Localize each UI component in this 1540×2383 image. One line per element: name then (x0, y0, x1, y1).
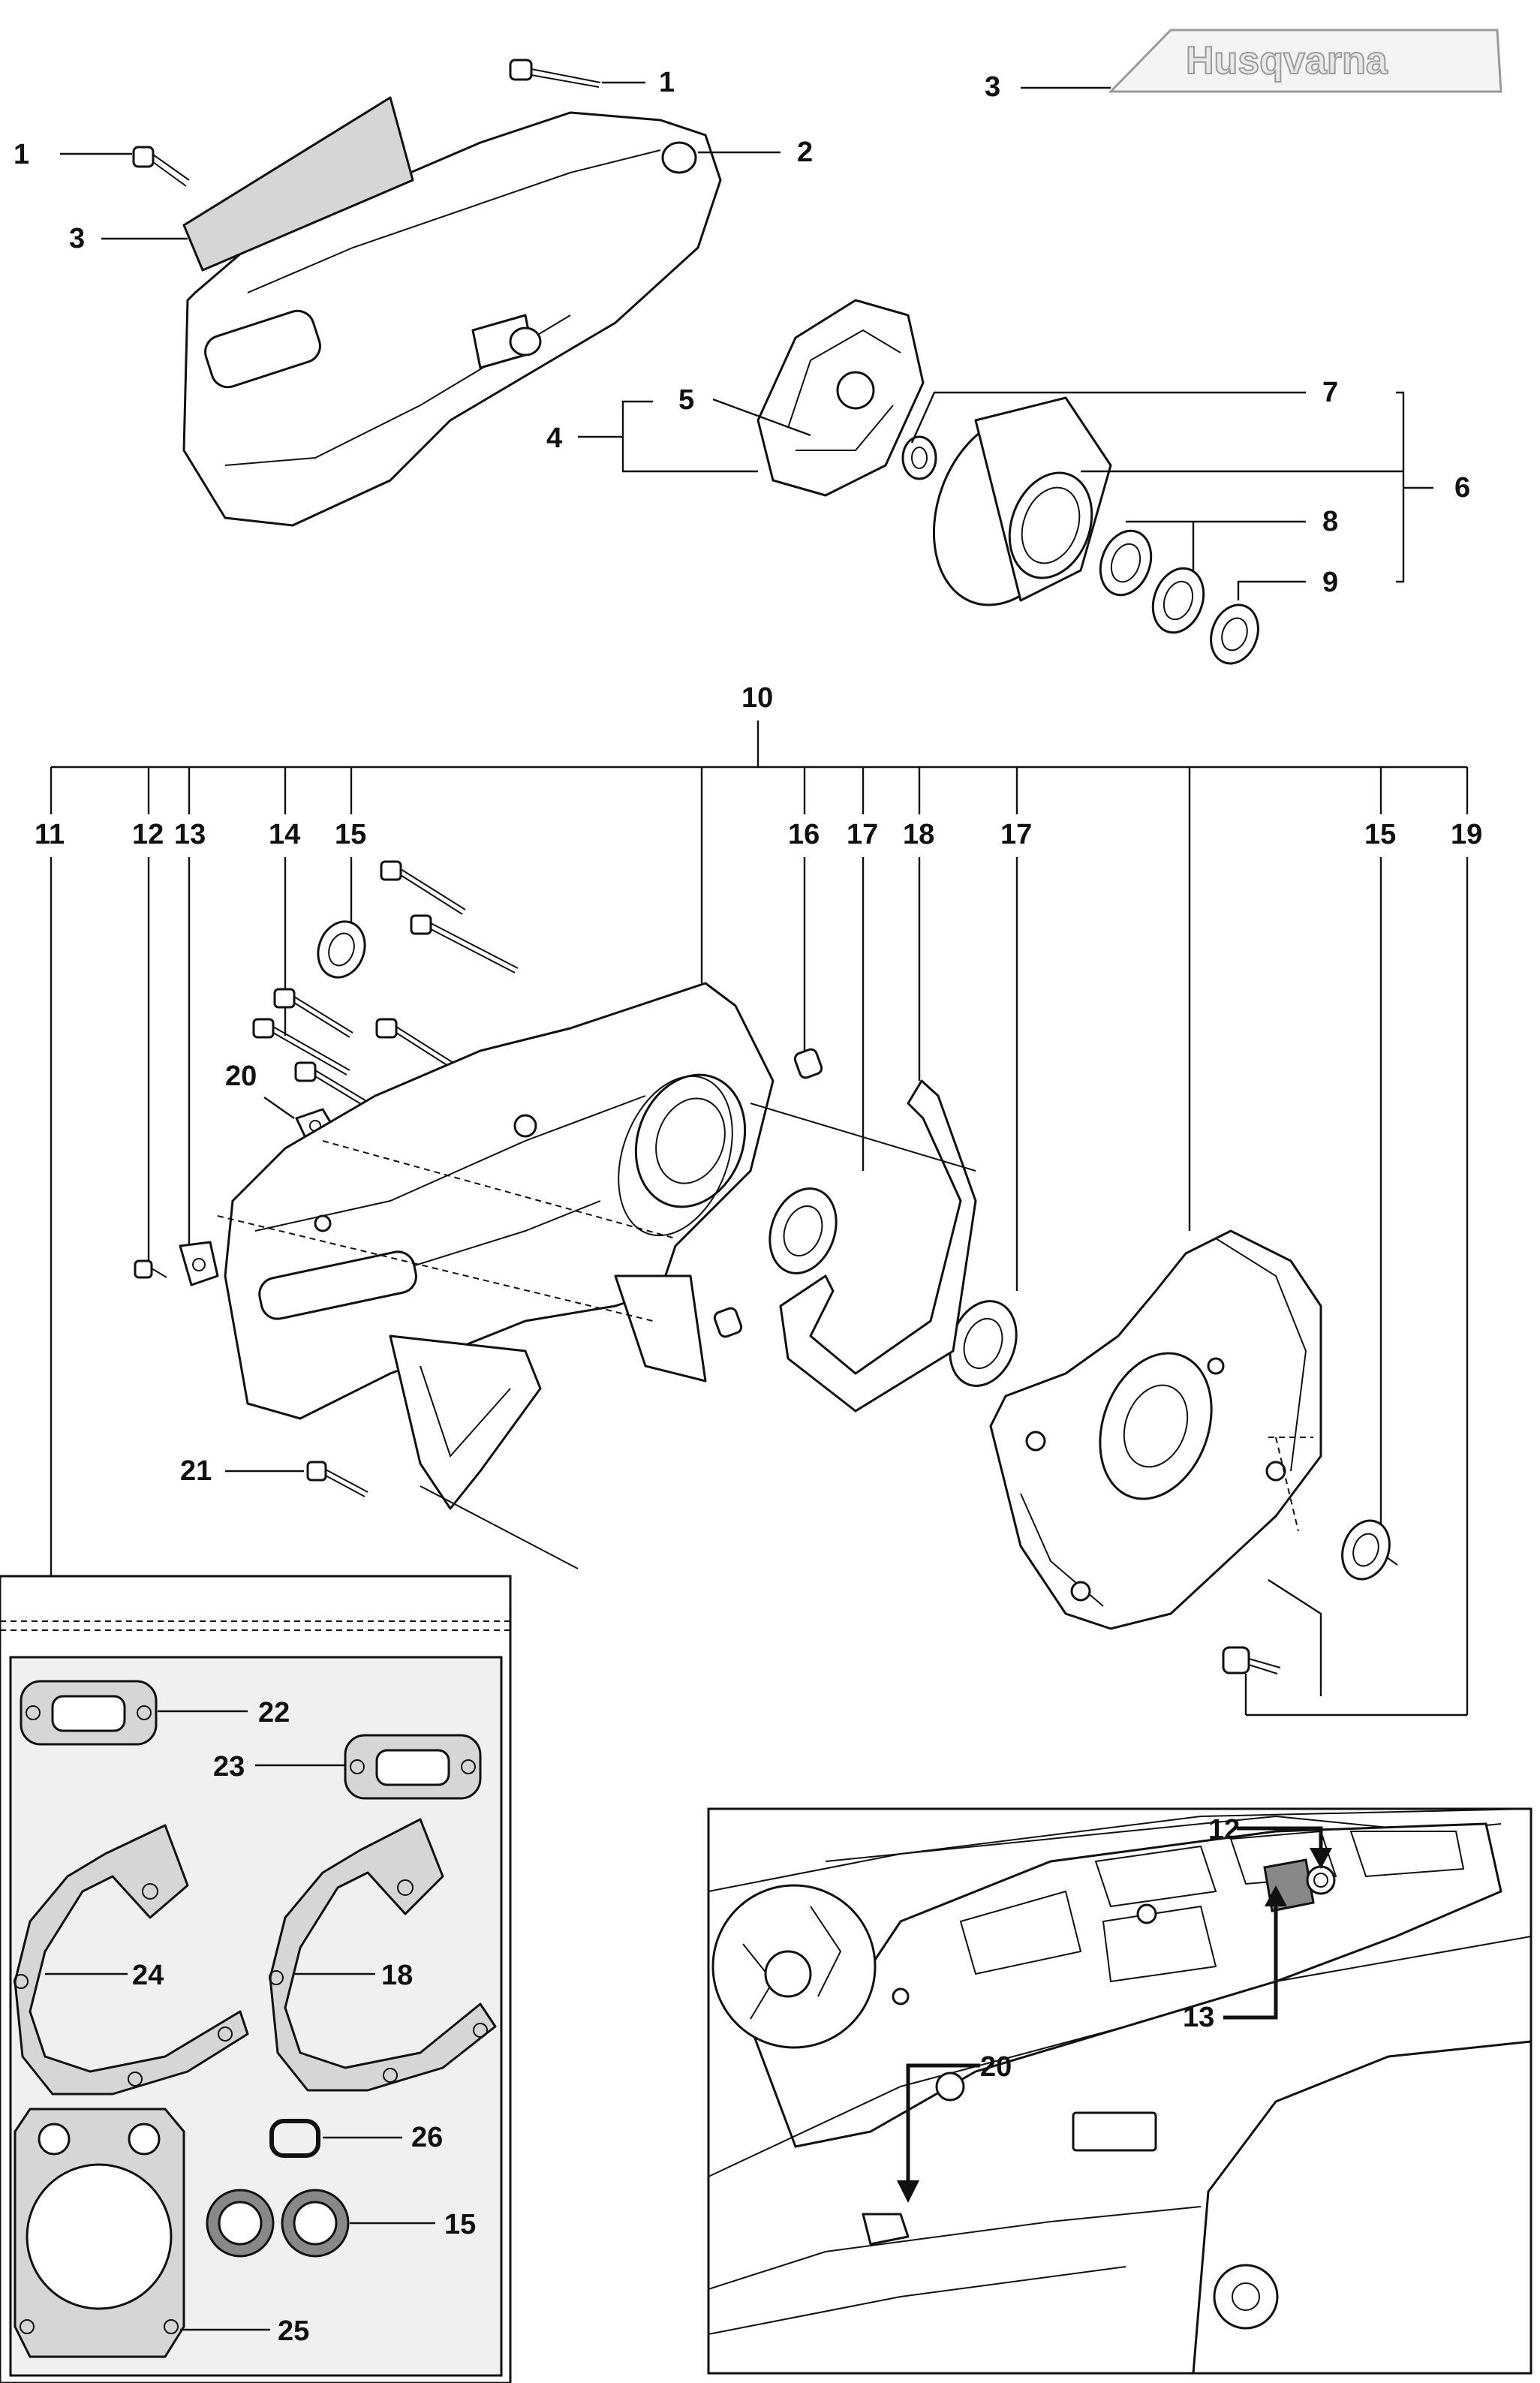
callout-15-left: 15 (335, 819, 366, 850)
callout-10: 10 (741, 682, 773, 714)
bolt-19 (1222, 1646, 1281, 1674)
callout-3-logo: 3 (985, 71, 1000, 103)
crankcase-bracket (50, 721, 1469, 1231)
bracket-13 (179, 1241, 219, 1286)
logo-text: Husqvarna (1186, 39, 1388, 83)
bearing-2 (1151, 567, 1205, 634)
callout-9: 9 (1322, 567, 1338, 598)
callout-4: 4 (546, 423, 562, 454)
top-leaders (60, 81, 1433, 600)
bearing-1 (1099, 529, 1153, 597)
detail-callout-20: 20 (980, 2051, 1012, 2083)
callout-2: 2 (797, 137, 813, 168)
gasket-24 (14, 1824, 249, 2096)
callout-15-right: 15 (1364, 819, 1396, 850)
callout-19: 19 (1451, 819, 1482, 850)
callout-25: 25 (278, 2315, 309, 2347)
detail-callout-12: 12 (1208, 1814, 1240, 1846)
seal-ring-right (1341, 1519, 1391, 1581)
o-ring-26 (269, 2119, 320, 2158)
detail-callout-13: 13 (1183, 2002, 1214, 2033)
callout-17-right: 17 (1000, 819, 1032, 850)
callout-7: 7 (1322, 377, 1338, 408)
dowel-pin-bottom (713, 1307, 743, 1338)
washer (901, 435, 937, 480)
gasket-25 (14, 2108, 185, 2358)
crankcase-bolts (252, 860, 519, 1107)
screw-left (132, 146, 190, 187)
seal-rings-kit (206, 2189, 350, 2258)
dowel-pin-top (793, 1048, 823, 1079)
crankcase-leaders (50, 857, 1469, 1717)
decal (182, 96, 414, 272)
husqvarna-logo: Husqvarna (1108, 29, 1502, 93)
gasket-22 (20, 1680, 158, 1746)
callout-26: 26 (411, 2122, 443, 2153)
crankcase-gasket (779, 1079, 977, 1413)
callout-22: 22 (258, 1697, 290, 1729)
screw-top (509, 59, 601, 88)
crankcase-right (989, 1229, 1322, 1630)
detail-arrows (897, 1826, 1332, 2203)
callout-11: 11 (35, 819, 65, 850)
gasket-18 (269, 1818, 497, 2092)
callout-14: 14 (269, 819, 300, 850)
callout-15-kit: 15 (444, 2209, 476, 2240)
crankcase-left (224, 982, 775, 1510)
callout-16: 16 (788, 819, 820, 850)
callout-24: 24 (132, 1960, 164, 1991)
seal-ring (1210, 603, 1259, 665)
callout-17-left: 17 (847, 819, 878, 850)
seal-ring-left (317, 920, 366, 979)
callout-6: 6 (1454, 472, 1470, 504)
detail-panel (707, 1807, 1532, 2375)
clutch-shoes (756, 299, 925, 497)
screw-21 (306, 1461, 368, 1497)
callout-3-left: 3 (69, 223, 85, 254)
callout-13: 13 (174, 819, 206, 850)
callout-18: 18 (903, 819, 934, 850)
callout-8: 8 (1322, 506, 1338, 537)
callout-12: 12 (132, 819, 164, 850)
callout-1-top: 1 (659, 67, 675, 98)
callout-5: 5 (678, 384, 694, 416)
main-bearing-left (768, 1187, 838, 1274)
callout-23: 23 (213, 1751, 245, 1783)
callout-18-kit: 18 (381, 1960, 413, 1991)
callout-21: 21 (180, 1455, 212, 1487)
clutch-drum (932, 396, 1112, 606)
callout-20: 20 (225, 1061, 257, 1092)
screw-12 (134, 1259, 167, 1279)
callout-1-left: 1 (14, 139, 29, 170)
gasket-23 (344, 1734, 482, 1800)
